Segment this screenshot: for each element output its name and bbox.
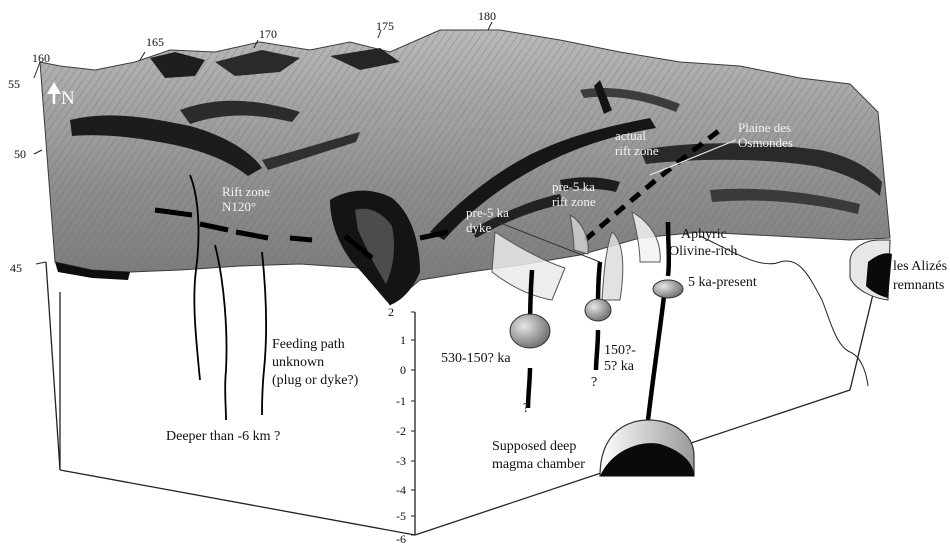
les-alizes-remnants-label-line-2: remnants: [893, 278, 944, 293]
depth-axis-tick--4: -4: [396, 483, 406, 497]
terrain-surface: [40, 30, 890, 305]
deep-chamber-label-line-2: magma chamber: [492, 457, 585, 472]
top-axis-tick-170: 170: [259, 27, 277, 41]
depth-axis-tick--2: -2: [396, 424, 406, 438]
age-5ka-present-label: 5 ka-present: [688, 275, 757, 290]
depth-axis-labels: 21 0 -1 -2 -3 -4 -5 -6: [388, 305, 406, 546]
plaine-des-osmondes-label-line-2: Osmondes: [738, 135, 793, 150]
left-axis: [34, 150, 46, 264]
reservoir-150-5ka: [585, 299, 611, 321]
deep-chamber-label-line-1: Supposed deep: [492, 439, 576, 454]
pre5ka-rift-zone-label-line-2: rift zone: [552, 194, 596, 209]
feeding-path-label-line-1: Feeding path: [272, 337, 345, 352]
block-frame: [46, 240, 886, 535]
feeding-path-label-line-2: unknown: [272, 355, 324, 370]
pre5ka-dyke-label-line-2: dyke: [466, 220, 492, 235]
rift-zone-n120-label-line-2: N120°: [222, 199, 256, 214]
olivine-rich-label: Olivine-rich: [669, 244, 737, 259]
les-alizes-remnants-body: [850, 240, 892, 300]
age-150-5ka-label-line-1: 150?-: [604, 343, 636, 358]
depth-axis-tick-0: 0: [400, 363, 406, 377]
left-axis-tick-45: 45: [10, 261, 22, 275]
top-axis-tick-160: 160: [32, 51, 50, 65]
deeper-than-label: Deeper than -6 km ?: [166, 429, 280, 444]
actual-rift-zone-label-line-2: rift zone: [615, 143, 659, 158]
deep-magma-chamber: [600, 420, 694, 476]
les-alizes-remnants-label-line-1: les Alizés: [893, 259, 947, 274]
depth-axis-tick--3: -3: [396, 454, 406, 468]
north-label: N: [61, 88, 75, 109]
plaine-des-osmondes-label-line-1: Plaine des: [738, 120, 791, 135]
actual-rift-zone-label-line-1: actual: [615, 128, 646, 143]
age-150-5ka-label-line-2: 5? ka: [604, 359, 635, 374]
top-axis-tick-175: 175: [376, 19, 394, 33]
reservoir-530-150ka: [510, 314, 550, 348]
depth-axis-tick--5: -5: [396, 509, 406, 523]
feeding-path-label-line-3: (plug or dyke?): [272, 373, 359, 388]
top-axis-tick-180: 180: [478, 9, 496, 23]
depth-axis-tick--1: -1: [396, 394, 406, 408]
top-axis-tick-165: 165: [146, 35, 164, 49]
depth-axis-tick--6: -6: [396, 532, 406, 546]
left-axis-tick-50: 50: [14, 147, 26, 161]
question-mark-b: ?: [591, 375, 597, 390]
left-axis-tick-55: 55: [8, 77, 20, 91]
pre5ka-dyke-label-line-1: pre-5 ka: [466, 205, 509, 220]
pre5ka-rift-zone-label-line-1: pre-5 ka: [552, 179, 595, 194]
aphyric-label: Aphyric: [681, 227, 727, 242]
depth-axis-tick-2: 2: [388, 305, 394, 319]
question-mark-a: ?: [523, 401, 529, 416]
reservoir-5ka-present: [653, 280, 683, 298]
left-axis-labels: 55 50 45: [8, 77, 26, 275]
depth-axis-tick-1: 1: [400, 333, 406, 347]
age-530-150ka-label: 530-150? ka: [441, 351, 511, 366]
rift-zone-n120-label-line-1: Rift zone: [222, 184, 270, 199]
